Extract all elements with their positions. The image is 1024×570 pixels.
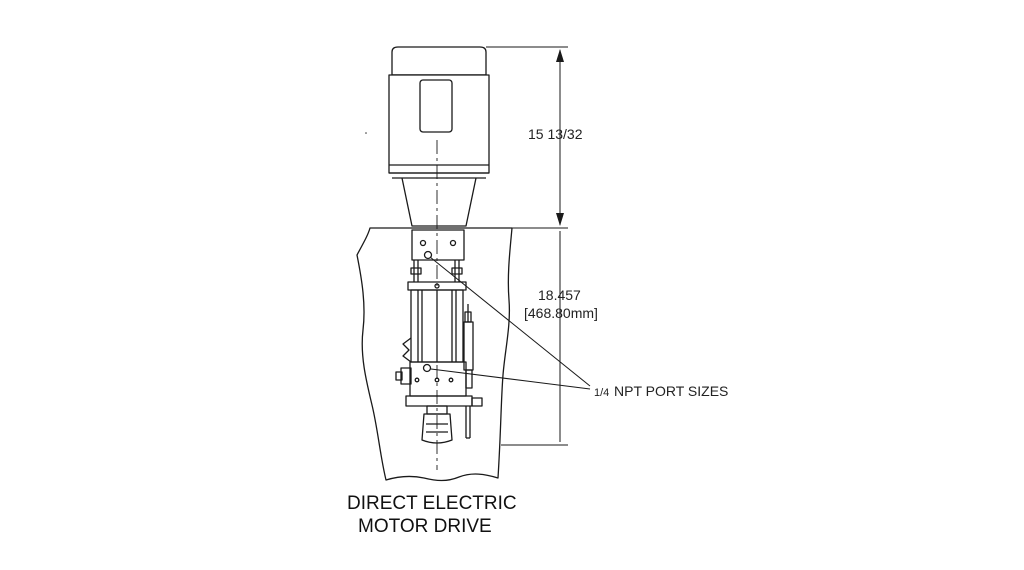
motor-junction-box xyxy=(419,79,453,133)
pump-dimension-label: 18.457 xyxy=(538,287,581,303)
pump-assembly xyxy=(395,229,483,444)
electric-motor xyxy=(388,46,490,227)
lower-port xyxy=(422,363,432,373)
bottom-fitting xyxy=(421,413,453,444)
port-callout-label: NPT PORT SIZES xyxy=(614,383,728,399)
dimension-lines xyxy=(486,46,568,446)
upper-port xyxy=(423,250,433,260)
motor-dimension-label: 15 13/32 xyxy=(528,126,583,142)
drawing-title-line1: DIRECT ELECTRIC xyxy=(347,493,517,514)
arrow-head-top xyxy=(556,49,564,62)
stray-dot xyxy=(365,132,367,134)
section-break-outline xyxy=(356,227,513,482)
port-leader-lines xyxy=(429,256,591,390)
arrow-head-mid-up xyxy=(556,213,564,226)
port-callout-fraction: 1/4 xyxy=(594,387,609,399)
motor-body xyxy=(388,74,490,174)
motor-adapter-cone xyxy=(401,177,477,227)
pump-top-block xyxy=(411,229,465,261)
pump-base-plate xyxy=(405,395,473,407)
drawing-title-line2: MOTOR DRIVE xyxy=(358,516,492,537)
motor-top-cap xyxy=(391,46,487,76)
pump-dimension-metric-label: [468.80mm] xyxy=(524,305,598,321)
